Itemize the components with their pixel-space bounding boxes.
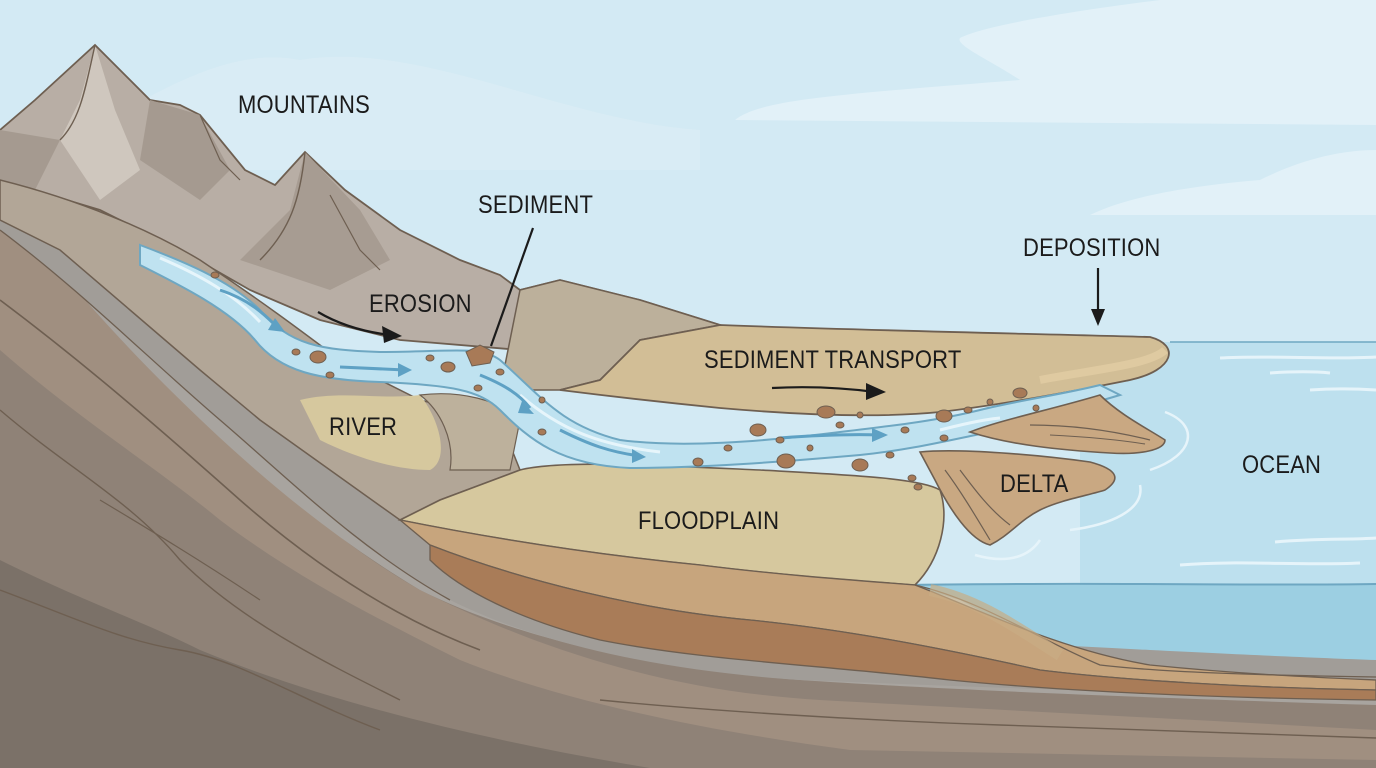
label-floodplain: FLOODPLAIN bbox=[638, 507, 780, 535]
label-sediment: SEDIMENT bbox=[478, 191, 594, 219]
sediment-transport-arrow bbox=[771, 386, 876, 394]
sediment-pebbles bbox=[210, 271, 1040, 491]
foothills bbox=[0, 179, 721, 521]
annotation-arrowheads bbox=[382, 309, 1105, 400]
delta bbox=[918, 394, 1166, 546]
flow-arrowheads bbox=[268, 318, 888, 463]
label-mountains: MOUNTAINS bbox=[238, 91, 370, 119]
label-river: RIVER bbox=[329, 413, 398, 441]
river bbox=[139, 243, 1123, 470]
label-erosion: EROSION bbox=[369, 290, 472, 318]
floodplain bbox=[397, 463, 1376, 701]
river-flow-arrows bbox=[219, 288, 881, 458]
label-ocean: OCEAN bbox=[1242, 451, 1322, 479]
gray-rock-band bbox=[0, 170, 1376, 700]
label-sediment-transport: SEDIMENT TRANSPORT bbox=[704, 346, 962, 374]
sediment-pointer-line bbox=[489, 227, 535, 347]
mountains bbox=[0, 43, 723, 361]
label-delta: DELTA bbox=[1000, 470, 1069, 498]
label-deposition: DEPOSITION bbox=[1023, 234, 1161, 262]
